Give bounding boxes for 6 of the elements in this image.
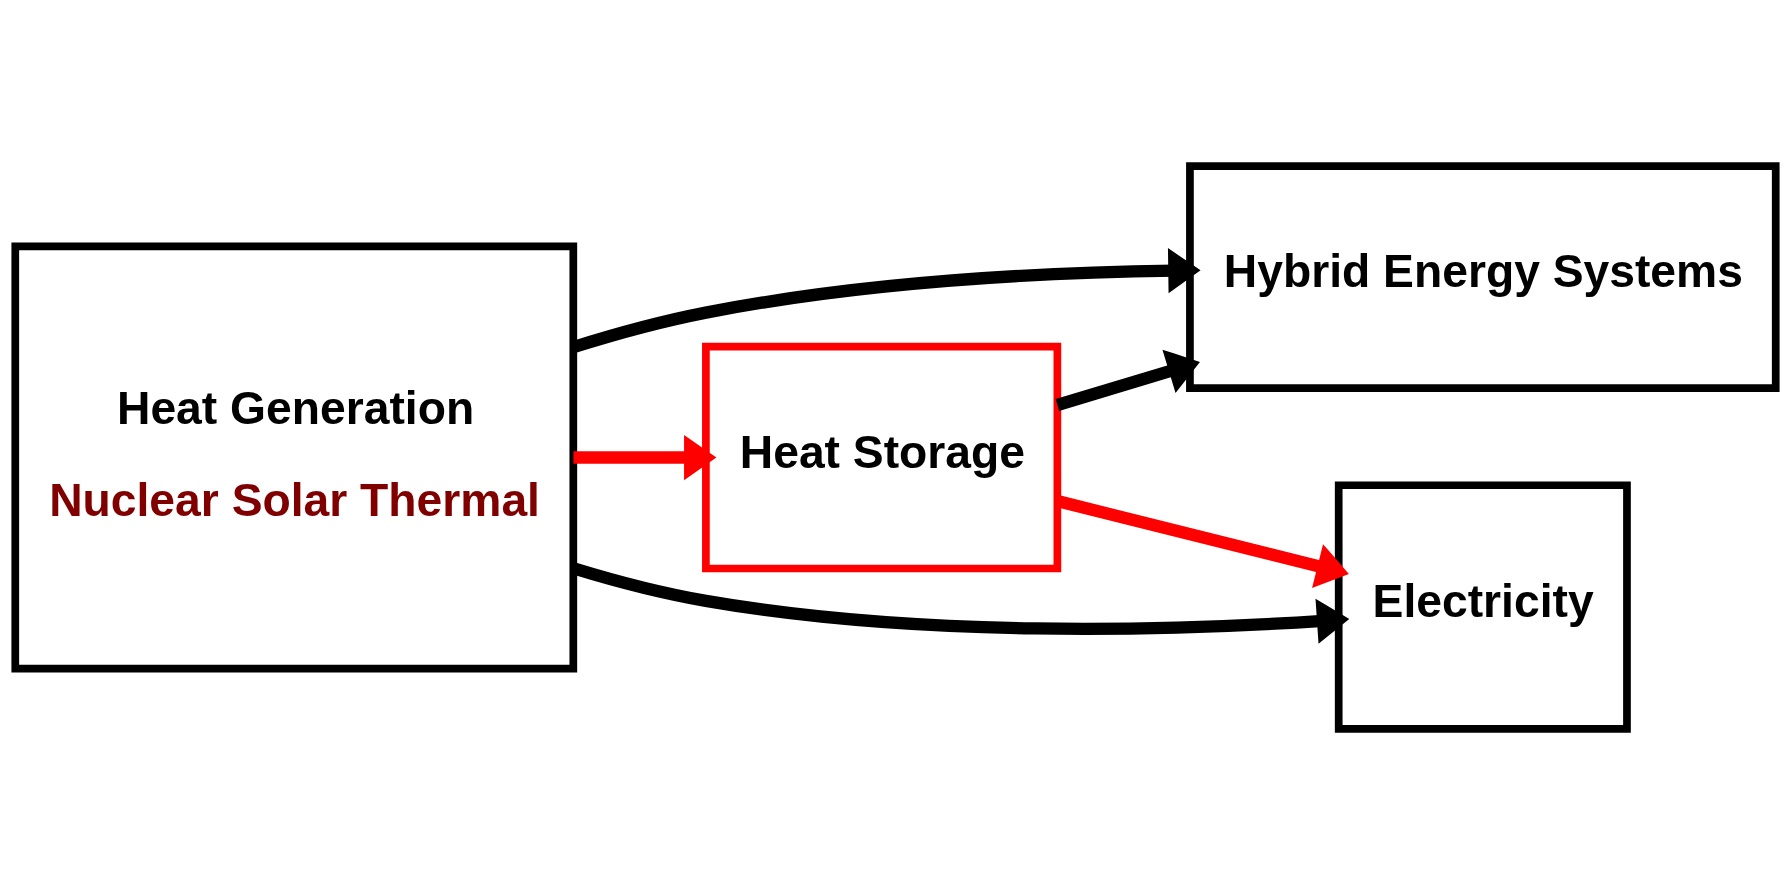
node-box: Heat Generation Nuclear Solar Thermal [11,241,578,673]
node-box: Heat Storage [702,342,1062,572]
arrow [1055,349,1200,411]
node-box: Hybrid Energy Systems [1186,161,1780,392]
node-box: Electricity [1334,480,1631,733]
arrow [573,434,717,480]
